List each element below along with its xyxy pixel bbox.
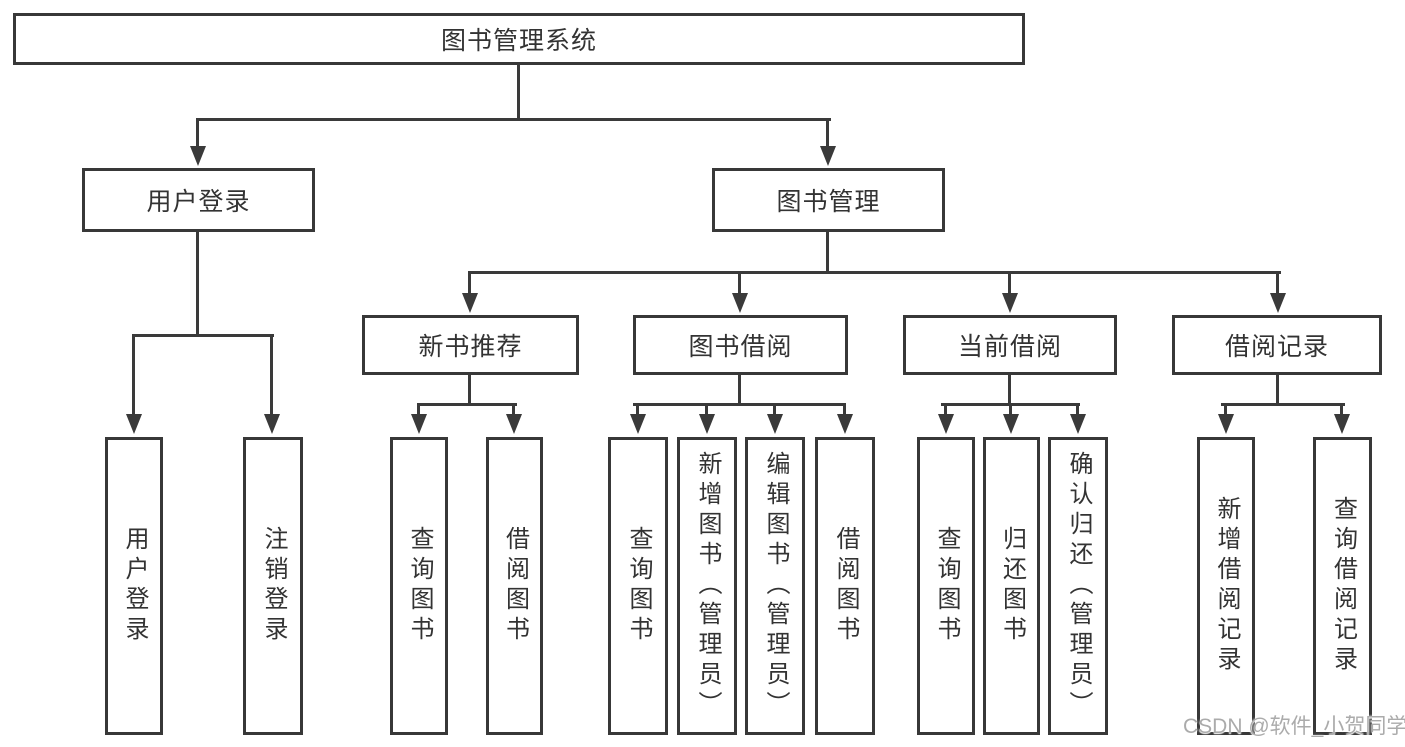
leaf-confirm-return-admin-label: 确认归还（管理员） [1065, 451, 1092, 721]
leaf-return-book-label: 归还图书 [998, 526, 1026, 646]
leaf-add-borrow-record-label: 新增借阅记录 [1213, 496, 1240, 676]
connector [705, 406, 708, 416]
leaf-query-book-current-label: 查询图书 [933, 526, 960, 646]
leaf-user-login: 用户登录 [105, 437, 163, 735]
connector [1276, 274, 1279, 294]
connector [196, 232, 199, 337]
connector [517, 64, 520, 120]
arrowhead-icon [1002, 293, 1018, 313]
connector [468, 274, 471, 294]
leaf-add-book-admin: 新增图书（管理员） [677, 437, 737, 735]
connector [636, 406, 639, 416]
csdn-watermark: CSDN @软件_小贺同学 [1183, 715, 1405, 738]
node-book-management: 图书管理 [712, 168, 945, 232]
connector [1008, 274, 1011, 294]
leaf-query-borrow-record-label: 查询借阅记录 [1329, 496, 1357, 676]
connector [941, 403, 1080, 406]
leaf-borrow-book-recommend: 借阅图书 [486, 437, 543, 735]
arrowhead-icon [699, 414, 715, 434]
node-new-book-recommend: 新书推荐 [362, 315, 579, 375]
node-borrow-record: 借阅记录 [1172, 315, 1382, 375]
connector [738, 375, 741, 406]
connector [826, 232, 829, 274]
connector [270, 337, 273, 417]
connector [196, 118, 831, 121]
leaf-return-book: 归还图书 [983, 437, 1040, 735]
leaf-query-book-recommend: 查询图书 [390, 437, 448, 735]
leaf-borrow-book-recommend-label: 借阅图书 [501, 526, 529, 646]
arrowhead-icon [820, 146, 836, 166]
leaf-borrow-book: 借阅图书 [815, 437, 875, 735]
connector [132, 337, 135, 417]
connector [468, 271, 1281, 274]
connector [944, 406, 947, 416]
connector [633, 403, 846, 406]
arrowhead-icon [630, 414, 646, 434]
connector [1076, 406, 1079, 416]
connector [826, 120, 829, 148]
leaf-logout: 注销登录 [243, 437, 303, 735]
node-current-borrow: 当前借阅 [903, 315, 1117, 375]
connector [1221, 403, 1345, 406]
arrowhead-icon [1218, 414, 1234, 434]
leaf-borrow-book-label: 借阅图书 [832, 526, 859, 646]
leaf-edit-book-admin-label: 编辑图书（管理员） [762, 451, 789, 721]
arrowhead-icon [190, 146, 206, 166]
connector [773, 406, 776, 416]
connector [843, 406, 846, 416]
leaf-query-book-borrow: 查询图书 [608, 437, 668, 735]
node-book-management-label: 图书管理 [776, 188, 881, 216]
arrowhead-icon [1334, 414, 1350, 434]
node-book-borrow: 图书借阅 [633, 315, 848, 375]
arrowhead-icon [767, 414, 783, 434]
arrowhead-icon [732, 293, 748, 313]
arrowhead-icon [837, 414, 853, 434]
node-book-borrow-label: 图书借阅 [688, 333, 793, 361]
connector [738, 274, 741, 294]
connector [1276, 375, 1279, 406]
arrowhead-icon [1003, 414, 1019, 434]
node-library-system-label: 图书管理系统 [440, 27, 597, 55]
arrowhead-icon [1270, 293, 1286, 313]
leaf-query-book-recommend-label: 查询图书 [406, 526, 433, 646]
leaf-query-book-borrow-label: 查询图书 [625, 526, 652, 646]
connector [468, 375, 471, 406]
leaf-add-borrow-record: 新增借阅记录 [1197, 437, 1255, 735]
connector [1224, 406, 1227, 416]
node-library-system: 图书管理系统 [13, 13, 1025, 65]
connector [512, 406, 515, 416]
arrowhead-icon [264, 414, 280, 434]
leaf-confirm-return-admin: 确认归还（管理员） [1048, 437, 1108, 735]
connector [196, 120, 199, 148]
leaf-query-borrow-record: 查询借阅记录 [1313, 437, 1372, 735]
connector [417, 403, 517, 406]
node-new-book-recommend-label: 新书推荐 [418, 333, 523, 361]
connector [132, 334, 274, 337]
leaf-edit-book-admin: 编辑图书（管理员） [745, 437, 805, 735]
arrowhead-icon [1070, 414, 1086, 434]
node-borrow-record-label: 借阅记录 [1224, 333, 1329, 361]
node-current-borrow-label: 当前借阅 [957, 333, 1062, 361]
connector [1008, 375, 1011, 406]
node-user-login-label: 用户登录 [146, 188, 251, 216]
arrowhead-icon [938, 414, 954, 434]
arrowhead-icon [126, 414, 142, 434]
leaf-add-book-admin-label: 新增图书（管理员） [694, 451, 721, 721]
connector [1340, 406, 1343, 416]
leaf-query-book-current: 查询图书 [917, 437, 975, 735]
leaf-logout-label: 注销登录 [260, 526, 287, 646]
leaf-user-login-label: 用户登录 [121, 526, 148, 646]
node-user-login: 用户登录 [82, 168, 315, 232]
arrowhead-icon [411, 414, 427, 434]
connector [1009, 406, 1012, 416]
arrowhead-icon [506, 414, 522, 434]
connector [417, 406, 420, 416]
arrowhead-icon [462, 293, 478, 313]
